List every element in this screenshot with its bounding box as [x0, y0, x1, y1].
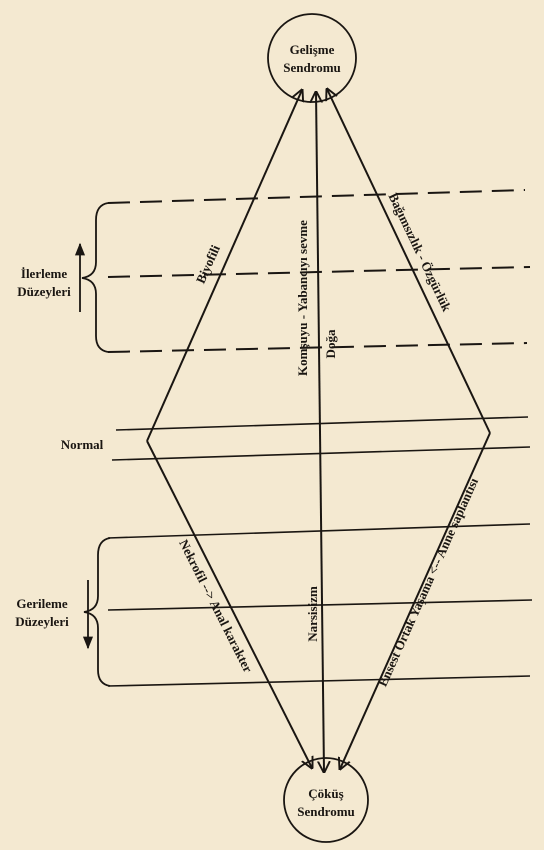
regress-levels-label-line2: Düzeyleri [15, 614, 69, 629]
top-node-circle [267, 13, 357, 103]
regress-brace [83, 537, 111, 687]
progress-levels-label-line1: İlerleme [21, 266, 67, 281]
progress-levels-label-line2: Düzeyleri [17, 284, 71, 299]
regress-levels-label-line1: Gerileme [16, 596, 67, 611]
upper-left-arrow [146, 90, 302, 442]
upper-right-edge-label: Bağımsızlık - Özgürlük [386, 190, 455, 314]
top-node-label-line1: Gelişme [290, 42, 335, 57]
bottom-node-label-line2: Sendromu [297, 804, 355, 819]
lower-right-arrow [340, 432, 491, 769]
top-node-label-line2: Sendromu [283, 60, 341, 75]
center-up-edge-label-1: Komşuyu - Yabancıyı sevme [295, 220, 310, 376]
progress-level-line-3 [107, 342, 528, 353]
lower-right-edge-label: Ensest Ortak Yaşama <-- Anne saplantısı [375, 475, 481, 689]
regress-level-line-1 [107, 523, 531, 539]
regress-level-line-2 [107, 599, 533, 611]
center-up-edge-label-2: Doğa [323, 329, 338, 358]
center-down-edge-label: Narsisizm [305, 586, 320, 642]
bottom-node-label-line1: Çöküş [308, 786, 343, 801]
center-vertical-arrow [316, 92, 324, 772]
upper-right-arrow [327, 89, 491, 434]
normal-label: Normal [61, 437, 104, 452]
progress-brace [81, 202, 109, 353]
lower-left-arrow [146, 440, 312, 768]
normal-line-1 [115, 416, 529, 431]
regress-level-line-3 [107, 675, 531, 687]
